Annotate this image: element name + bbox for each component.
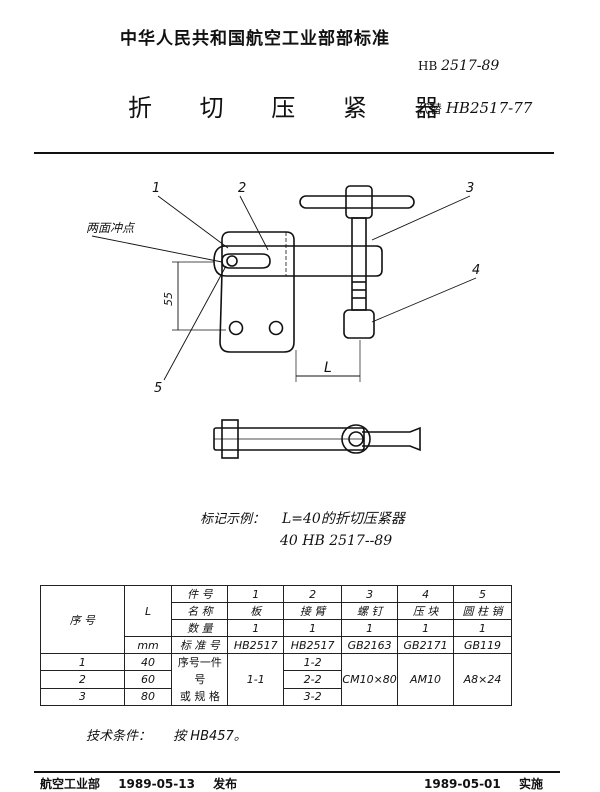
pin-spec: A8×24 bbox=[453, 653, 512, 706]
header-part-no: 件 号 bbox=[171, 585, 229, 603]
part-name-3: 螺 钉 bbox=[341, 602, 399, 620]
technical-conditions: 技术条件： 按 HB457。 bbox=[86, 725, 265, 744]
spec-label-line2: 或 规 格 bbox=[179, 690, 220, 703]
spec-label: 序号一件号 或 规 格 bbox=[171, 653, 229, 706]
dimension-L: L bbox=[324, 360, 332, 376]
qty-3: 1 bbox=[341, 619, 399, 637]
std-3: GB2163 bbox=[341, 636, 399, 654]
header-seq: 序 号 bbox=[40, 585, 125, 654]
top-view-plate bbox=[221, 419, 239, 459]
std-1: HB2517 bbox=[227, 636, 285, 654]
pressure-block bbox=[343, 309, 375, 339]
qty-5: 1 bbox=[453, 619, 512, 637]
parts-table: 序 号 L 件 号 1 2 3 4 5 名 称 板 接 臂 螺 钉 压 块 圆 … bbox=[40, 585, 512, 707]
row-3-L: 80 bbox=[123, 687, 173, 707]
screw-shank bbox=[351, 217, 367, 311]
qty-2: 1 bbox=[283, 619, 343, 637]
standard-prefix: HB bbox=[418, 59, 438, 73]
plate-hole-left bbox=[228, 320, 244, 336]
part-no-1: 1 bbox=[227, 585, 285, 603]
part-no-2: 2 bbox=[283, 585, 343, 603]
callout-2: 2 bbox=[238, 181, 246, 196]
document-title: 折 切 压 紧 器 bbox=[128, 94, 459, 122]
part-no-4: 4 bbox=[397, 585, 455, 603]
replaces-number: HB2517-77 bbox=[445, 99, 533, 117]
footer-rule bbox=[34, 771, 560, 773]
marking-example-value: L=40的折切压紧器 bbox=[282, 511, 405, 527]
footer-effective: 1989-05-01 实施 bbox=[424, 775, 557, 792]
technical-text: 按 HB457。 bbox=[173, 729, 247, 744]
part-name-4: 压 块 bbox=[397, 602, 455, 620]
row-1-L: 40 bbox=[123, 652, 173, 672]
part-name-5: 圆 柱 销 bbox=[453, 602, 512, 620]
row-1-arm: 1-2 bbox=[283, 652, 343, 672]
std-2: HB2517 bbox=[283, 636, 343, 654]
callout-4: 4 bbox=[472, 263, 480, 278]
std-5: GB119 bbox=[453, 636, 512, 654]
header-std-no: 标 准 号 bbox=[171, 636, 229, 654]
plate-outline bbox=[219, 231, 295, 353]
standard-number-value: 2517-89 bbox=[441, 58, 500, 74]
part-no-5: 5 bbox=[453, 585, 512, 603]
header-L: L bbox=[123, 585, 173, 637]
part-no-3: 3 bbox=[341, 585, 399, 603]
note-two-side-punch: 两面冲点 bbox=[86, 221, 136, 235]
arm-slot bbox=[221, 253, 271, 269]
marking-example-code: 40 HB 2517--89 bbox=[280, 533, 393, 549]
footer-issue: 航空工业部 1989-05-13 发布 bbox=[40, 775, 251, 792]
row-3-arm: 3-2 bbox=[283, 687, 343, 707]
footer-effective-date: 1989-05-01 bbox=[424, 777, 501, 791]
qty-1: 1 bbox=[227, 619, 285, 637]
footer-effective-word: 实施 bbox=[518, 777, 543, 791]
clamp-drawing: 1 2 3 4 5 两面冲点 55 L bbox=[86, 181, 480, 459]
plate-hole-right bbox=[268, 320, 284, 336]
footer-issue-date: 1989-05-13 bbox=[118, 777, 195, 791]
top-view-screw-ring bbox=[341, 424, 371, 454]
footer-issue-word: 发布 bbox=[213, 777, 238, 791]
screw-head bbox=[345, 185, 373, 219]
row-2-seq: 2 bbox=[40, 670, 125, 689]
header-rule bbox=[34, 152, 554, 154]
standard-number: HB 2517-89 bbox=[418, 58, 499, 74]
top-view-handle bbox=[362, 426, 421, 452]
part-name-1: 板 bbox=[227, 602, 285, 620]
technical-label: 技术条件： bbox=[86, 729, 152, 744]
screw-handle bbox=[299, 195, 415, 209]
callout-5: 5 bbox=[154, 381, 162, 396]
std-4: GB2171 bbox=[397, 636, 455, 654]
callout-1: 1 bbox=[152, 181, 160, 196]
qty-4: 1 bbox=[397, 619, 455, 637]
header-mm: mm bbox=[123, 636, 173, 654]
dimension-55: 55 bbox=[162, 292, 175, 306]
issuing-organization: 中华人民共和国航空工业部部标准 bbox=[120, 29, 390, 49]
row-3-seq: 3 bbox=[40, 687, 125, 707]
row-1-seq: 1 bbox=[40, 652, 125, 672]
replaces-label: 代替 bbox=[418, 102, 443, 116]
plate-spec: 1-1 bbox=[227, 653, 285, 706]
header-qty: 数 量 bbox=[171, 619, 229, 637]
arm-outline bbox=[213, 245, 383, 277]
marking-example-label: 标记示例： bbox=[200, 512, 266, 527]
replaces-standard: 代替 HB2517-77 bbox=[418, 99, 532, 117]
row-2-arm: 2-2 bbox=[283, 670, 343, 689]
spec-label-line1: 序号一件号 bbox=[177, 656, 222, 686]
screw-spec: CM10×80 bbox=[341, 653, 399, 706]
footer-issuer: 航空工业部 bbox=[40, 777, 101, 791]
callout-3: 3 bbox=[466, 181, 474, 196]
header-name: 名 称 bbox=[171, 602, 229, 620]
row-2-L: 60 bbox=[123, 670, 173, 689]
pivot-pin bbox=[226, 255, 238, 267]
block-spec: AM10 bbox=[397, 653, 455, 706]
part-name-2: 接 臂 bbox=[283, 602, 343, 620]
